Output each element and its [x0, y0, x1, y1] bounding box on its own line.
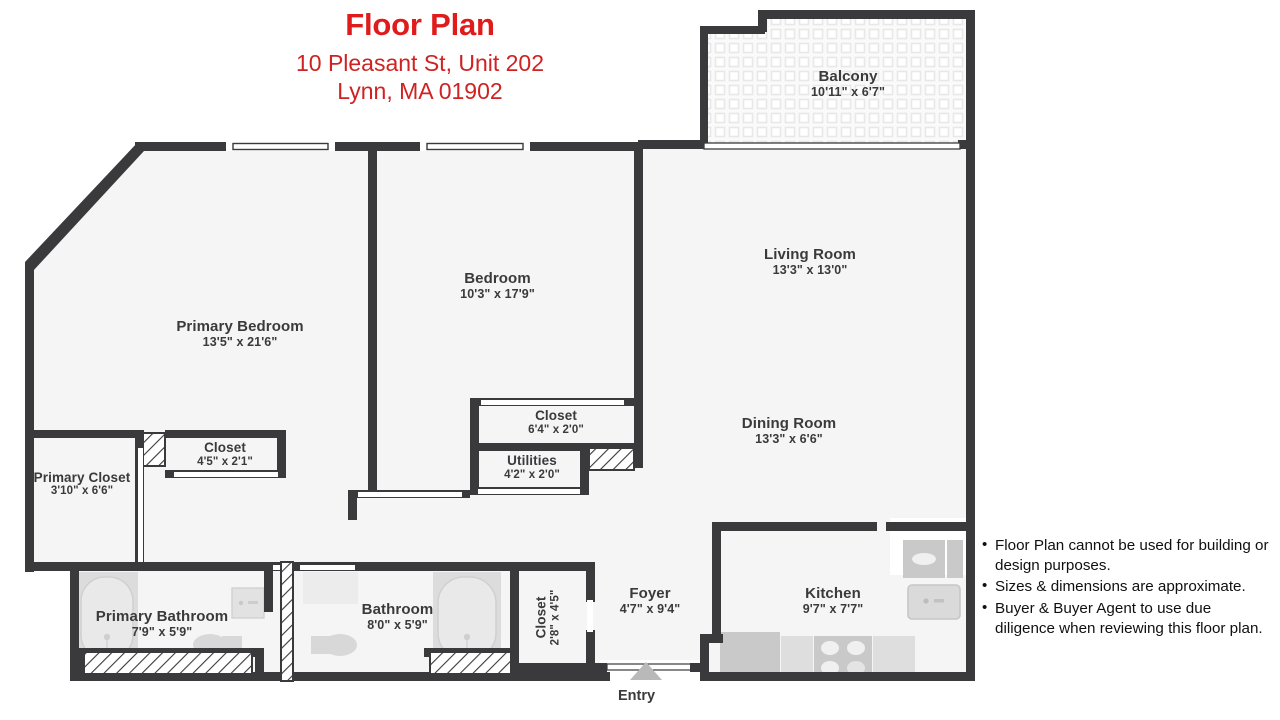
window-bedroom-primary — [232, 142, 329, 151]
entry-label: Entry — [618, 688, 656, 704]
sink-basin-primary — [248, 601, 258, 604]
foyer-closet-door — [587, 600, 593, 632]
closet-door-bedroom — [481, 400, 624, 405]
wall-kitchen-left — [712, 522, 721, 640]
title-block: Floor Plan 10 Pleasant St, Unit 202 Lynn… — [240, 7, 600, 105]
stove-burner-2 — [847, 641, 865, 655]
toilet-bowl — [323, 634, 357, 656]
wall-foyer-closet-bottom — [519, 663, 595, 672]
wall-hall-closet-right — [277, 430, 286, 478]
closet-door-primary — [138, 448, 143, 566]
wall-closet-utilities-divider — [470, 443, 635, 451]
hallway-door-opening — [358, 492, 462, 497]
kitchen-counter-left — [720, 640, 780, 678]
wall-right-upper — [966, 148, 975, 520]
wall-balcony-right — [966, 10, 975, 148]
wall-balcony-top-right — [765, 10, 966, 19]
wall-balcony-left — [700, 26, 708, 148]
wall-right-jog — [966, 518, 975, 528]
wall-top-left-c — [529, 142, 638, 151]
tub-drain — [463, 633, 471, 641]
wall-closet-bedroom-left — [470, 398, 479, 448]
wall-foyer-closet-top — [519, 562, 595, 571]
stove-burner-3 — [821, 661, 839, 675]
wall-entry-left-jamb — [595, 663, 607, 672]
kitchen-sink-edge — [934, 599, 944, 603]
wall-foyer-closet-right-a — [586, 562, 595, 602]
wall-bottom-left — [70, 672, 610, 681]
disclaimer-list: Floor Plan cannot be used for building o… — [982, 535, 1272, 639]
disclaimer-item: Buyer & Buyer Agent to use due diligence… — [982, 598, 1272, 639]
kitchen-cabinet-right — [873, 636, 915, 678]
primary-bath-door-opening — [264, 565, 293, 570]
wall-hatch-between-baths — [280, 561, 294, 682]
wall-hallway-left — [348, 490, 357, 520]
wall-living-top-right — [958, 140, 975, 149]
wall-bath-right — [510, 562, 519, 681]
entry-arrow-icon — [630, 662, 662, 680]
wall-primary-bath-right — [264, 562, 273, 612]
wall-bottom-left-vert — [70, 570, 79, 681]
wall-kitchen-left-lower — [700, 634, 709, 664]
wall-kitchen-top-right — [886, 522, 975, 531]
slider-door-balcony — [703, 142, 961, 150]
wall-angled-northwest — [25, 142, 144, 271]
wall-foyer-closet-right-b — [586, 630, 595, 672]
wall-kitchen-top-left — [712, 522, 877, 531]
address-line-2: Lynn, MA 01902 — [337, 77, 503, 104]
wall-utilities-right — [580, 443, 589, 495]
page-title: Floor Plan — [345, 7, 495, 42]
wall-utilities-left — [470, 443, 479, 495]
wall-bottom-right — [700, 672, 975, 681]
kitchen-sink-basin — [912, 553, 936, 565]
disclaimer-item: Sizes & dimensions are approximate. — [982, 576, 1272, 597]
wall-hatch-primary-closet — [142, 432, 166, 467]
wall-primary-bath-bottom-right — [255, 648, 264, 681]
kitchen-faucet — [923, 598, 929, 604]
wall-hall-closet-top — [165, 430, 285, 438]
bath-door-opening — [300, 565, 355, 570]
wall-balcony-step-vert — [758, 10, 767, 32]
wall-living-top-left — [638, 140, 706, 149]
wall-primary-bedroom-divider — [368, 148, 377, 493]
closet-door-hall — [174, 472, 278, 477]
wall-primary-bath-top — [70, 562, 293, 571]
fixtures — [76, 540, 963, 678]
window-bedroom — [426, 142, 524, 151]
wall-right-lower — [966, 518, 975, 680]
walls — [25, 10, 975, 682]
wall-balcony-step-horz — [700, 26, 765, 34]
faucet-primary — [238, 600, 244, 606]
disclaimer-block: Floor Plan cannot be used for building o… — [982, 535, 1272, 640]
kitchen-cabinet-mid — [781, 636, 813, 678]
address-line-1: 10 Pleasant St, Unit 202 — [295, 49, 545, 76]
wall-kitchen-lower-jog — [709, 634, 723, 643]
stove-burner-1 — [821, 641, 839, 655]
wall-left-exterior — [25, 262, 34, 572]
wall-entry-right-jamb — [690, 663, 708, 672]
window-group-top — [226, 142, 530, 151]
stove-burner-4 — [847, 661, 865, 675]
wall-bedroom-living-divider — [634, 148, 643, 468]
apartment-floor — [27, 148, 975, 680]
wall-top-left-a — [135, 142, 235, 151]
wall-primary-closet-top — [25, 430, 143, 438]
vanity-counter — [303, 572, 358, 604]
utilities-door — [478, 489, 580, 494]
disclaimer-item: Floor Plan cannot be used for building o… — [982, 535, 1272, 576]
wall-hatch-primary-bath — [83, 651, 253, 675]
tub-drain-primary — [103, 633, 111, 641]
kitchen-counter-right-top — [947, 540, 963, 578]
wall-bath-top — [293, 562, 518, 571]
balcony-floor — [700, 10, 975, 148]
floor-fills — [27, 10, 975, 680]
wall-hatch-bath — [429, 651, 516, 675]
wall-hatch-utilities — [588, 447, 635, 471]
kitchen-counter-left-edge — [720, 632, 780, 640]
wall-top-left-b — [334, 142, 421, 151]
